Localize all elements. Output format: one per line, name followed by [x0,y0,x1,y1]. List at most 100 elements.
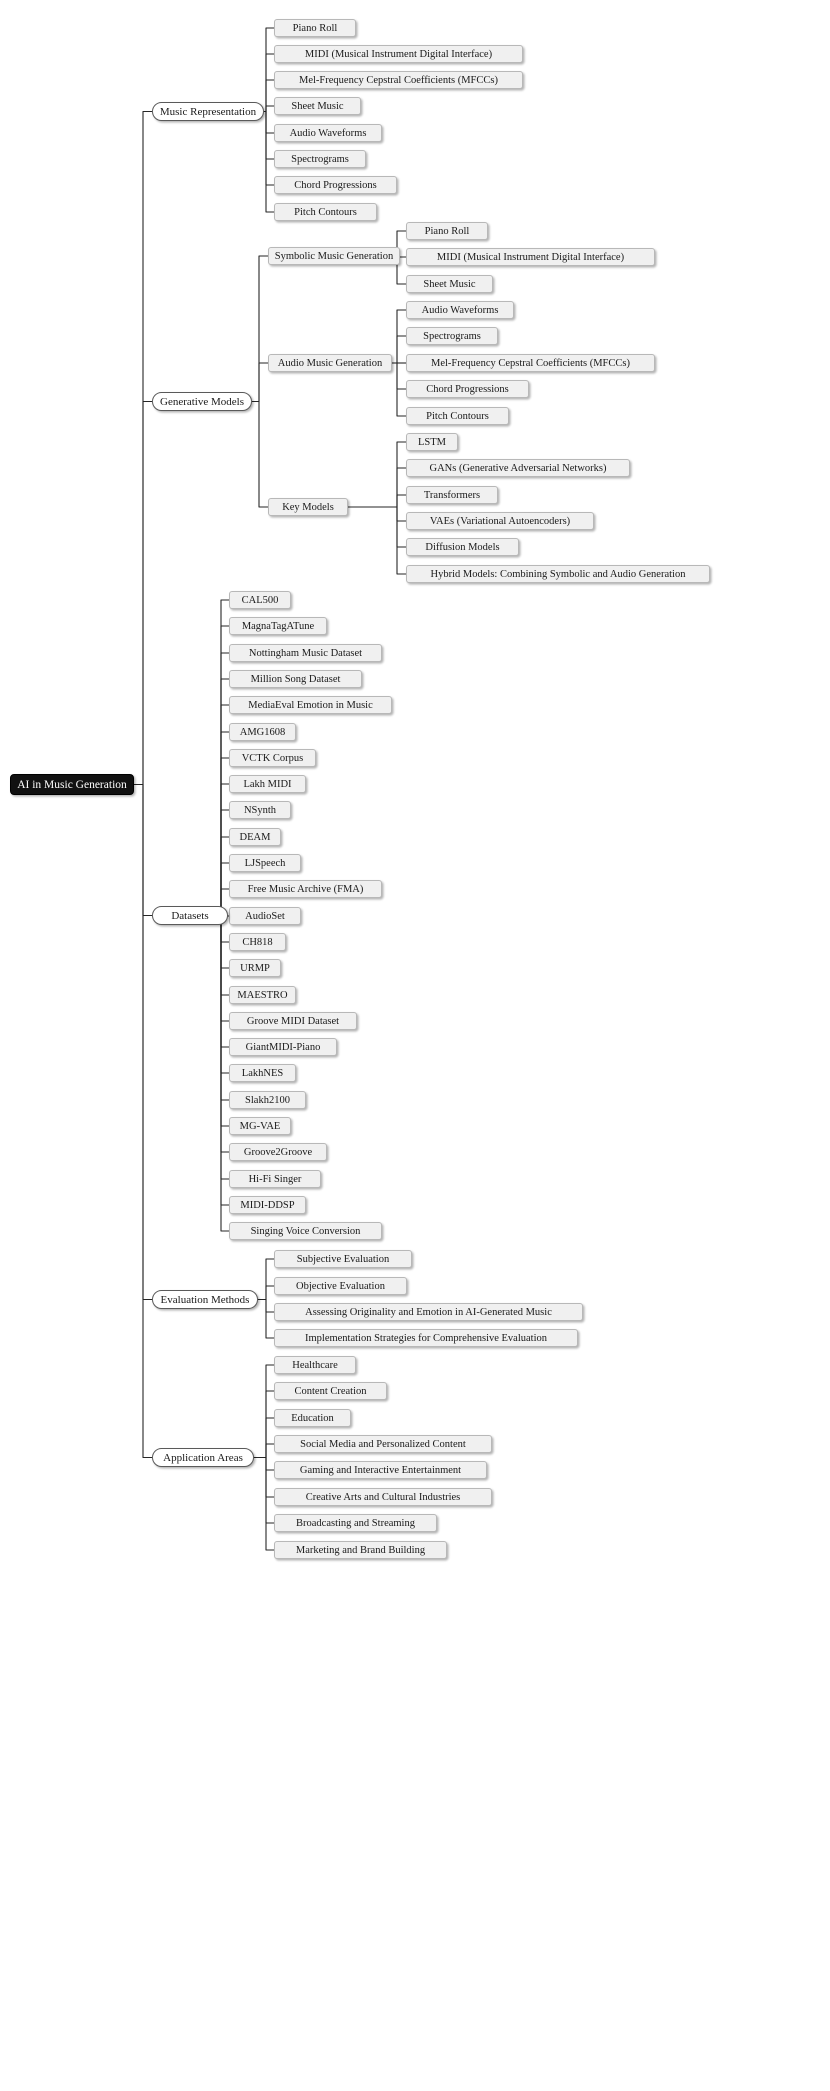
node-label: Generative Models [160,395,244,408]
leaf-node[interactable]: Singing Voice Conversion [229,1222,382,1240]
node-label: LakhNES [241,1067,284,1079]
node-label: Sheet Music [423,278,476,290]
node-label: GANs (Generative Adversarial Networks) [429,462,607,474]
node-label: Hybrid Models: Combining Symbolic and Au… [430,568,686,580]
subbranch-node-symbolic-music-generation[interactable]: Symbolic Music Generation [268,247,400,265]
leaf-node[interactable]: Diffusion Models [406,538,519,556]
node-label: Diffusion Models [425,541,500,553]
branch-node-application-areas[interactable]: Application Areas [152,1448,254,1467]
leaf-node[interactable]: Pitch Contours [274,203,377,221]
leaf-node[interactable]: Nottingham Music Dataset [229,644,382,662]
node-label: Healthcare [292,1359,338,1371]
root-node[interactable]: AI in Music Generation [10,774,134,795]
leaf-node[interactable]: Healthcare [274,1356,356,1374]
leaf-node[interactable]: VCTK Corpus [229,749,316,767]
leaf-node[interactable]: Assessing Originality and Emotion in AI-… [274,1303,583,1321]
leaf-node[interactable]: AMG1608 [229,723,296,741]
leaf-node[interactable]: Groove2Groove [229,1143,327,1161]
leaf-node[interactable]: Free Music Archive (FMA) [229,880,382,898]
branch-node-datasets[interactable]: Datasets [152,906,228,925]
node-label: Audio Music Generation [277,357,383,369]
leaf-node[interactable]: MIDI (Musical Instrument Digital Interfa… [274,45,523,63]
leaf-node[interactable]: Subjective Evaluation [274,1250,412,1268]
leaf-node[interactable]: Piano Roll [274,19,356,37]
leaf-node[interactable]: MIDI-DDSP [229,1196,306,1214]
node-label: Groove2Groove [243,1146,313,1158]
node-label: MIDI-DDSP [240,1199,295,1211]
leaf-node[interactable]: Implementation Strategies for Comprehens… [274,1329,578,1347]
node-label: Content Creation [294,1385,367,1397]
node-label: VCTK Corpus [241,752,304,764]
leaf-node[interactable]: Sheet Music [274,97,361,115]
node-label: Nottingham Music Dataset [248,647,363,659]
subbranch-node-audio-music-generation[interactable]: Audio Music Generation [268,354,392,372]
leaf-node[interactable]: MG-VAE [229,1117,291,1135]
leaf-node[interactable]: Lakh MIDI [229,775,306,793]
leaf-node[interactable]: LSTM [406,433,458,451]
leaf-node[interactable]: Education [274,1409,351,1427]
leaf-node[interactable]: Marketing and Brand Building [274,1541,447,1559]
node-label: Chord Progressions [426,383,509,395]
node-label: Broadcasting and Streaming [296,1517,415,1529]
node-label: Key Models [282,501,334,513]
node-label: LSTM [417,436,446,448]
leaf-node[interactable]: MAESTRO [229,986,296,1004]
leaf-node[interactable]: Broadcasting and Streaming [274,1514,437,1532]
leaf-node[interactable]: MediaEval Emotion in Music [229,696,392,714]
leaf-node[interactable]: Sheet Music [406,275,493,293]
leaf-node[interactable]: Gaming and Interactive Entertainment [274,1461,487,1479]
leaf-node[interactable]: Pitch Contours [406,407,509,425]
leaf-node[interactable]: LJSpeech [229,854,301,872]
node-label: Pitch Contours [294,206,357,218]
leaf-node[interactable]: AudioSet [229,907,301,925]
node-label: Music Representation [159,105,257,118]
leaf-node[interactable]: NSynth [229,801,291,819]
leaf-node[interactable]: Spectrograms [274,150,366,168]
leaf-node[interactable]: MagnaTagATune [229,617,327,635]
node-label: Implementation Strategies for Comprehens… [304,1332,548,1344]
leaf-node[interactable]: Spectrograms [406,327,498,345]
leaf-node[interactable]: DEAM [229,828,281,846]
node-label: Hi-Fi Singer [248,1173,302,1185]
leaf-node[interactable]: Audio Waveforms [274,124,382,142]
leaf-node[interactable]: CAL500 [229,591,291,609]
node-label: Mel-Frequency Cepstral Coefficients (MFC… [299,74,498,86]
leaf-node[interactable]: VAEs (Variational Autoencoders) [406,512,594,530]
leaf-node[interactable]: Piano Roll [406,222,488,240]
leaf-node[interactable]: Mel-Frequency Cepstral Coefficients (MFC… [406,354,655,372]
leaf-node[interactable]: Slakh2100 [229,1091,306,1109]
node-label: Slakh2100 [245,1094,290,1106]
leaf-node[interactable]: Groove MIDI Dataset [229,1012,357,1030]
leaf-node[interactable]: Hybrid Models: Combining Symbolic and Au… [406,565,710,583]
node-label: Piano Roll [424,225,470,237]
node-label: Symbolic Music Generation [274,250,394,262]
branch-node-generative-models[interactable]: Generative Models [152,392,252,411]
branch-node-evaluation-methods[interactable]: Evaluation Methods [152,1290,258,1309]
leaf-node[interactable]: Mel-Frequency Cepstral Coefficients (MFC… [274,71,523,89]
leaf-node[interactable]: Hi-Fi Singer [229,1170,321,1188]
leaf-node[interactable]: Million Song Dataset [229,670,362,688]
leaf-node[interactable]: Objective Evaluation [274,1277,407,1295]
leaf-node[interactable]: MIDI (Musical Instrument Digital Interfa… [406,248,655,266]
node-label: Creative Arts and Cultural Industries [305,1491,461,1503]
node-label: Datasets [171,909,209,922]
leaf-node[interactable]: Social Media and Personalized Content [274,1435,492,1453]
leaf-node[interactable]: Content Creation [274,1382,387,1400]
leaf-node[interactable]: LakhNES [229,1064,296,1082]
leaf-node[interactable]: GiantMIDI-Piano [229,1038,337,1056]
leaf-node[interactable]: Chord Progressions [274,176,397,194]
branch-node-music-representation[interactable]: Music Representation [152,102,264,121]
leaf-node[interactable]: Creative Arts and Cultural Industries [274,1488,492,1506]
leaf-node[interactable]: CH818 [229,933,286,951]
leaf-node[interactable]: GANs (Generative Adversarial Networks) [406,459,630,477]
node-label: Chord Progressions [294,179,377,191]
leaf-node[interactable]: Transformers [406,486,498,504]
node-label: MediaEval Emotion in Music [248,699,373,711]
leaf-node[interactable]: Chord Progressions [406,380,529,398]
leaf-node[interactable]: URMP [229,959,281,977]
node-label: DEAM [239,831,271,843]
node-label: CH818 [242,936,273,948]
subbranch-node-key-models[interactable]: Key Models [268,498,348,516]
leaf-node[interactable]: Audio Waveforms [406,301,514,319]
